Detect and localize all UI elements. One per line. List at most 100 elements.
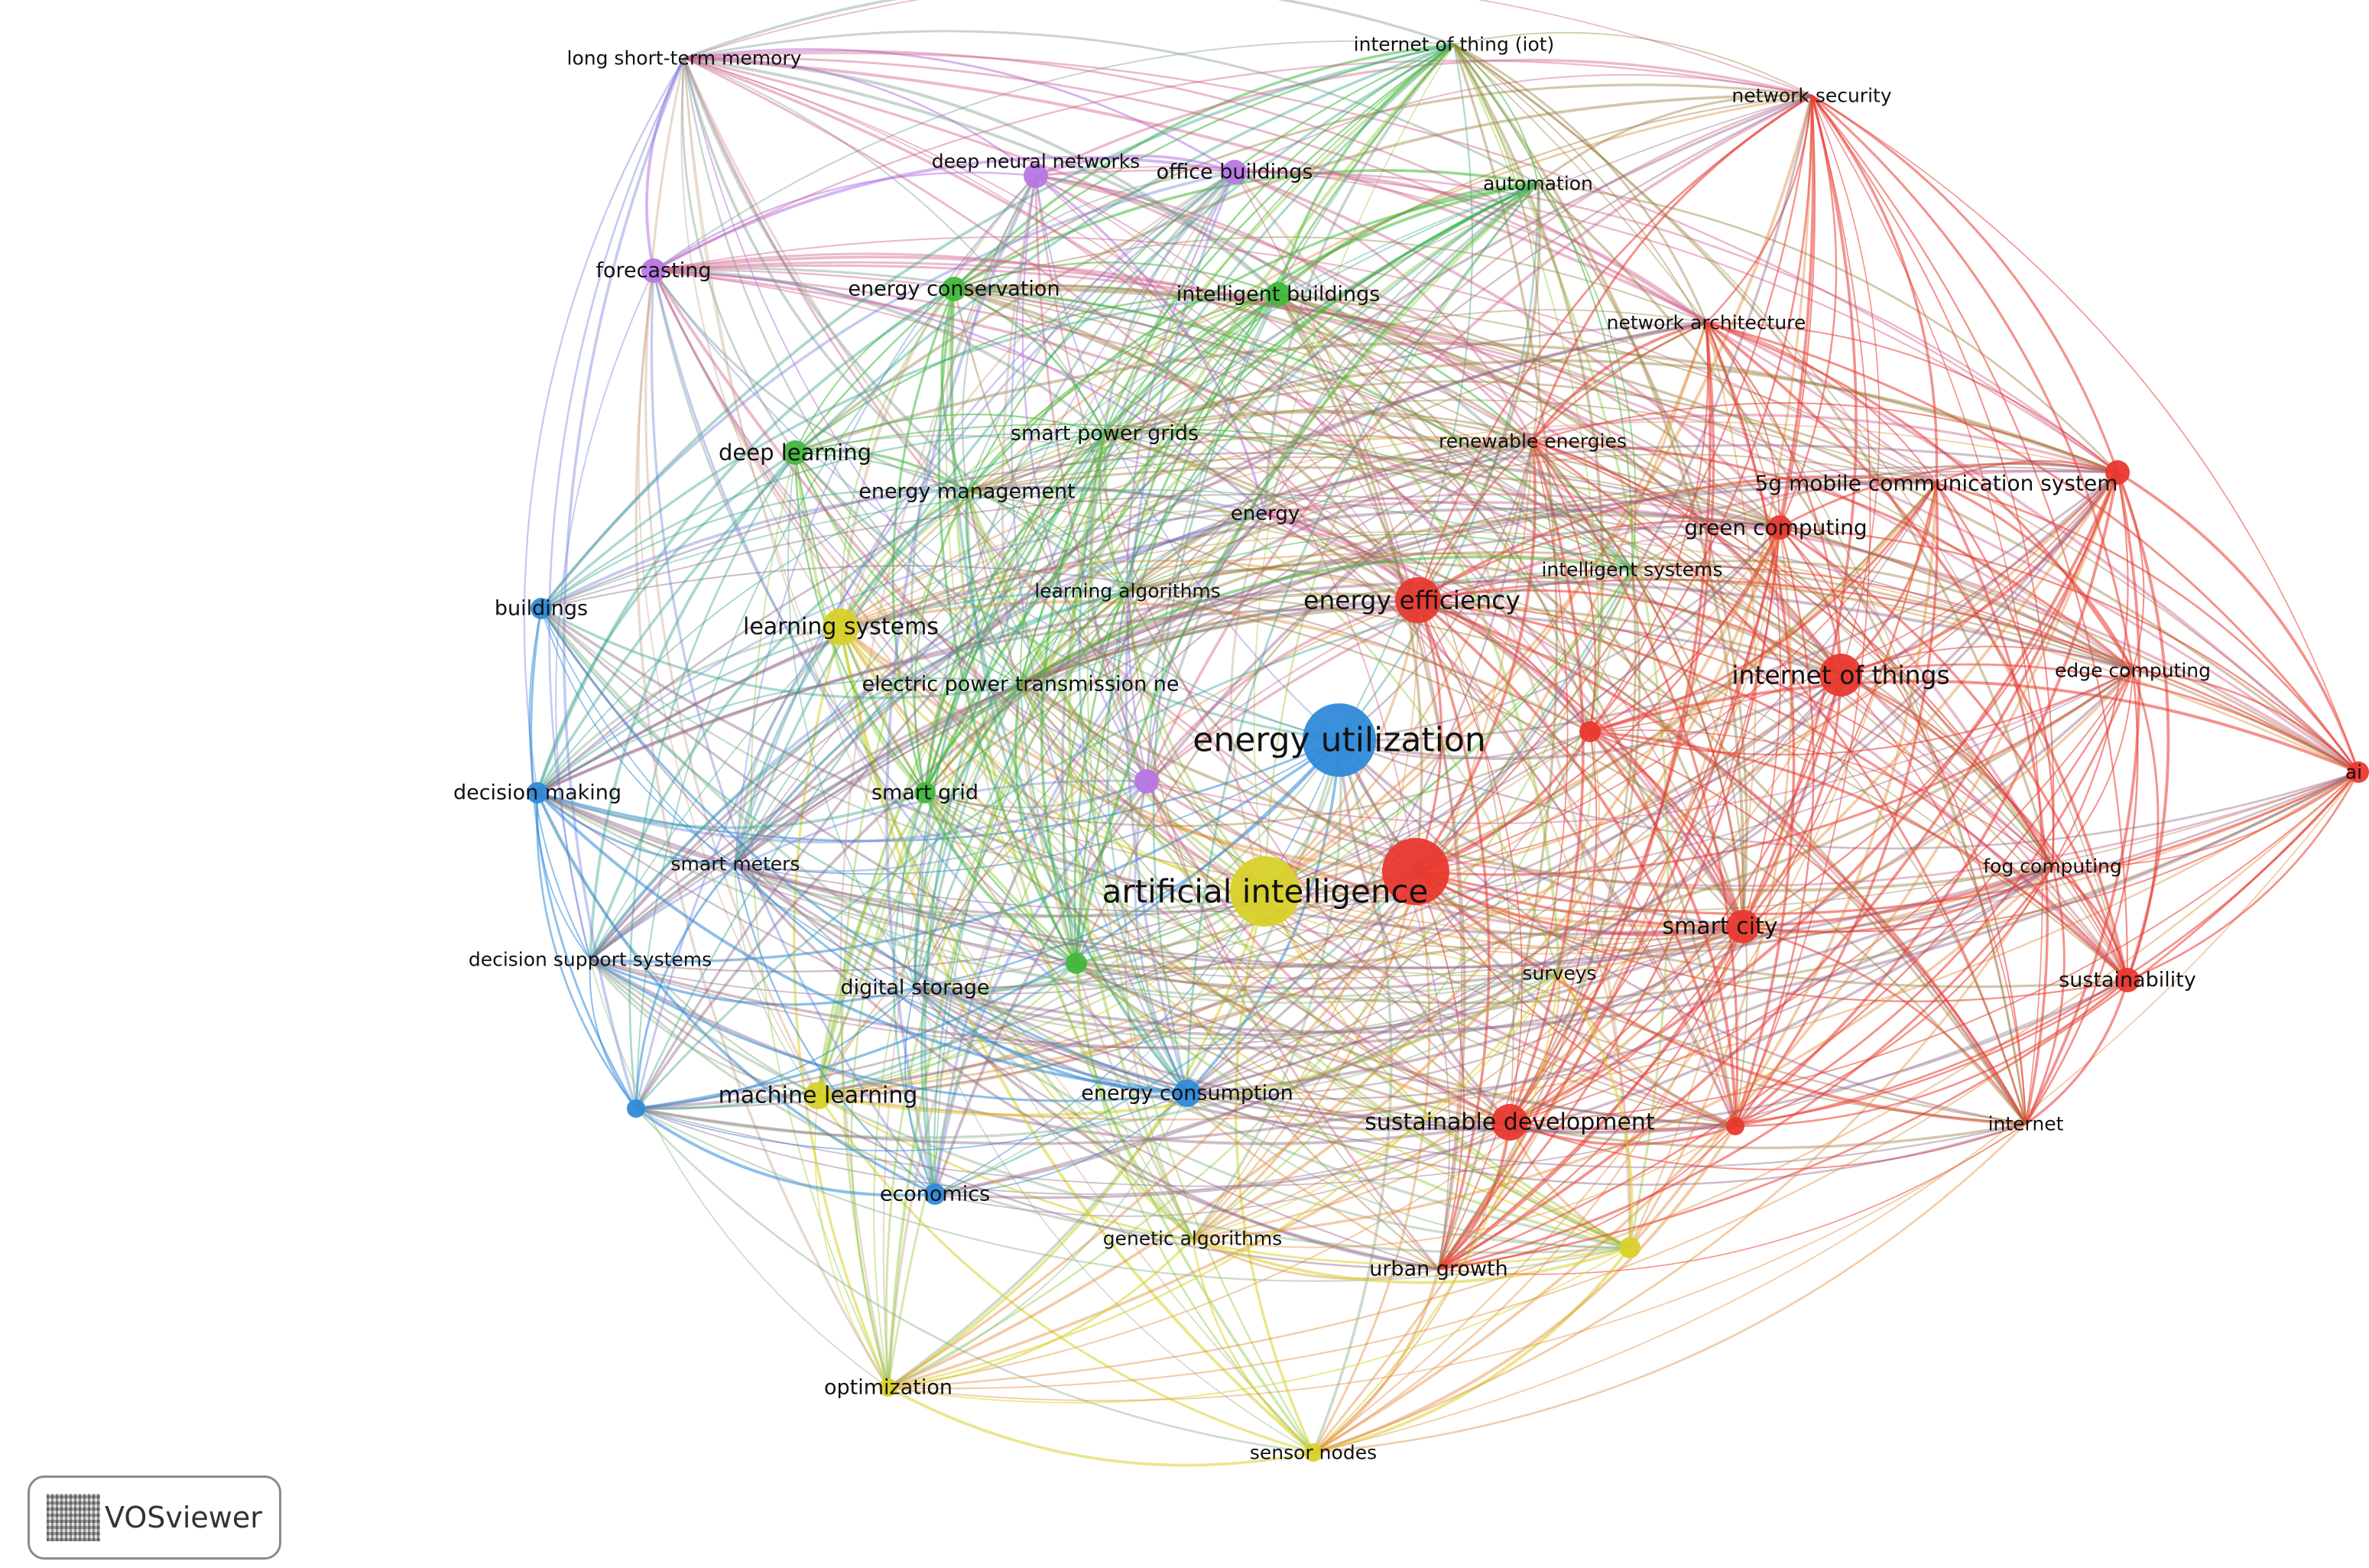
label-learning-algorithms[interactable]: learning algorithms <box>1034 580 1221 602</box>
edge-digital-storage-unlabeled-blue <box>635 987 916 1109</box>
node-deep-neural-networks[interactable] <box>1024 164 1048 188</box>
label-energy-utilization[interactable]: energy utilization <box>1193 721 1485 760</box>
label-green-computing[interactable]: green computing <box>1684 515 1867 541</box>
label-sensor-nodes[interactable]: sensor nodes <box>1250 1442 1377 1464</box>
label-energy-conservation[interactable]: energy conservation <box>848 278 1060 301</box>
label-edge-computing[interactable]: edge computing <box>2055 660 2211 682</box>
network-labels: energy utilization artificial intelligenc… <box>453 34 2362 1464</box>
label-urban-growth[interactable]: urban growth <box>1369 1258 1508 1281</box>
label-forecasting[interactable]: forecasting <box>596 259 712 283</box>
label-long-short-term-memory[interactable]: long short-term memory <box>567 47 802 70</box>
label-deep-learning[interactable]: deep learning <box>719 440 871 466</box>
label-smart-city[interactable]: smart city <box>1662 914 1777 940</box>
node-machine-learning[interactable] <box>804 1082 832 1109</box>
label-smart-meters[interactable]: smart meters <box>671 853 800 875</box>
node-economics[interactable] <box>924 1183 946 1205</box>
edge-5g-mobile-communication-system-decision-support-systems <box>589 482 1937 961</box>
node-unlabeled-red-right[interactable] <box>2105 460 2130 485</box>
node-decision-making[interactable] <box>527 782 548 803</box>
edge-long-short-term-memory-smart-power-grids <box>683 57 1105 434</box>
label-machine-learning[interactable]: machine learning <box>719 1083 918 1109</box>
edge-sustainable-development-renewable-energies <box>1508 440 1585 1123</box>
node-learning-systems[interactable] <box>823 609 859 645</box>
label-fog-computing[interactable]: fog computing <box>1983 855 2121 878</box>
node-sustainable-development[interactable] <box>1491 1104 1528 1141</box>
label-learning-systems[interactable]: learning systems <box>743 614 939 641</box>
label-internet-of-things[interactable]: internet of things <box>1731 661 1949 690</box>
edge-smart-city-buildings <box>540 607 1744 936</box>
edge-smart-meters-energy-consumption <box>734 863 1188 1095</box>
label-energy[interactable]: energy <box>1231 502 1300 525</box>
label-internet-of-thing-iot[interactable]: internet of thing (iot) <box>1354 34 1555 56</box>
edge-artificial-intelligence-5g-mobile-communication-system <box>1264 482 1938 893</box>
edge-renewable-energies-digital-storage <box>914 440 1533 989</box>
label-network-security[interactable]: network security <box>1731 85 1891 107</box>
node-internet-of-things[interactable] <box>1819 654 1862 696</box>
label-intelligent-systems[interactable]: intelligent systems <box>1541 559 1722 581</box>
node-unlabeled-yellow[interactable] <box>1619 1237 1640 1258</box>
node-sustainability[interactable] <box>2115 968 2140 992</box>
label-office-buildings[interactable]: office buildings <box>1157 161 1313 184</box>
node-intelligent-buildings[interactable] <box>1266 282 1290 307</box>
label-energy-consumption[interactable]: energy consumption <box>1081 1082 1293 1105</box>
node-smart-grid[interactable] <box>914 782 936 803</box>
node-unlabeled-green[interactable] <box>1066 953 1087 974</box>
node-optimization[interactable] <box>879 1378 897 1397</box>
node-energy-conservation[interactable] <box>942 277 966 301</box>
node-artificial-intelligence[interactable] <box>1230 856 1300 927</box>
label-smart-grid[interactable]: smart grid <box>871 781 978 805</box>
node-buildings[interactable] <box>531 598 552 619</box>
label-automation[interactable]: automation <box>1483 173 1593 195</box>
node-unlabeled-blue[interactable] <box>627 1099 645 1118</box>
node-energy-consumption[interactable] <box>1173 1079 1201 1107</box>
label-decision-making[interactable]: decision making <box>453 781 621 805</box>
node-ai[interactable] <box>2348 761 2369 783</box>
label-deep-neural-networks[interactable]: deep neural networks <box>932 151 1141 173</box>
label-energy-efficiency[interactable]: energy efficiency <box>1303 586 1520 615</box>
label-energy-management[interactable]: energy management <box>858 480 1076 504</box>
label-electric-power-transmission[interactable]: electric power transmission ne <box>862 673 1179 696</box>
edge-unlabeled-green-internet <box>1076 962 2027 1150</box>
node-energy-efficiency[interactable] <box>1395 577 1441 623</box>
label-genetic-algorithms[interactable]: genetic algorithms <box>1103 1228 1283 1250</box>
label-sustainable-development[interactable]: sustainable development <box>1365 1109 1655 1136</box>
edge-sustainable-development-decision-support-systems <box>589 958 1511 1145</box>
label-network-architecture[interactable]: network architecture <box>1607 312 1806 334</box>
edge-renewable-energies-edge-computing <box>1532 440 2134 672</box>
node-office-buildings[interactable] <box>1222 160 1247 184</box>
label-internet[interactable]: internet <box>1988 1113 2064 1135</box>
label-digital-storage[interactable]: digital storage <box>840 976 989 1000</box>
label-optimization[interactable]: optimization <box>824 1376 952 1400</box>
node-smart-city[interactable] <box>1726 910 1760 943</box>
node-forecasting[interactable] <box>641 258 666 283</box>
label-artificial-intelligence[interactable]: artificial intelligence <box>1102 873 1429 911</box>
vosviewer-badge[interactable]: VOSviewer <box>28 1475 281 1560</box>
node-green-computing[interactable] <box>1767 515 1792 540</box>
edge-renewable-energies-smart-grid <box>924 440 1533 794</box>
label-ai[interactable]: ai <box>2345 761 2362 784</box>
edge-network-security-fog-computing <box>1811 95 2055 867</box>
edge-smart-city-unlabeled-purple <box>1146 780 1744 934</box>
label-decision-support-systems[interactable]: decision support systems <box>469 949 712 971</box>
edge-smart-grid-digital-storage <box>901 792 926 989</box>
edge-learning-systems-unlabeled-red-right <box>840 420 2118 628</box>
node-sensor-nodes[interactable] <box>1304 1443 1322 1462</box>
label-economics[interactable]: economics <box>880 1183 990 1206</box>
node-unlabeled-purple[interactable] <box>1134 769 1159 794</box>
label-smart-power-grids[interactable]: smart power grids <box>1011 422 1199 446</box>
label-buildings[interactable]: buildings <box>495 597 588 621</box>
node-deep-learning[interactable] <box>783 440 807 465</box>
edge-energy-unlabeled-red-mid <box>1264 512 1592 732</box>
label-intelligent-buildings[interactable]: intelligent buildings <box>1176 283 1381 307</box>
edge-genetic-algorithms-unlabeled-red-small <box>1192 1125 1736 1248</box>
node-unlabeled-red-small[interactable] <box>1726 1117 1744 1135</box>
edge-artificial-intelligence-learning-algorithms <box>1126 590 1266 892</box>
label-surveys[interactable]: surveys <box>1522 963 1596 985</box>
edge-unlabeled-red-large-deep-neural-networks <box>1035 175 1417 872</box>
node-unlabeled-red-mid[interactable] <box>1579 721 1601 742</box>
label-sustainability[interactable]: sustainability <box>2059 969 2196 992</box>
label-5g-mobile-communication-system[interactable]: 5g mobile communication system <box>1754 471 2117 496</box>
node-energy-utilization[interactable] <box>1303 703 1376 777</box>
node-unlabeled-red-large[interactable] <box>1382 838 1449 905</box>
label-renewable-energies[interactable]: renewable energies <box>1439 430 1627 453</box>
